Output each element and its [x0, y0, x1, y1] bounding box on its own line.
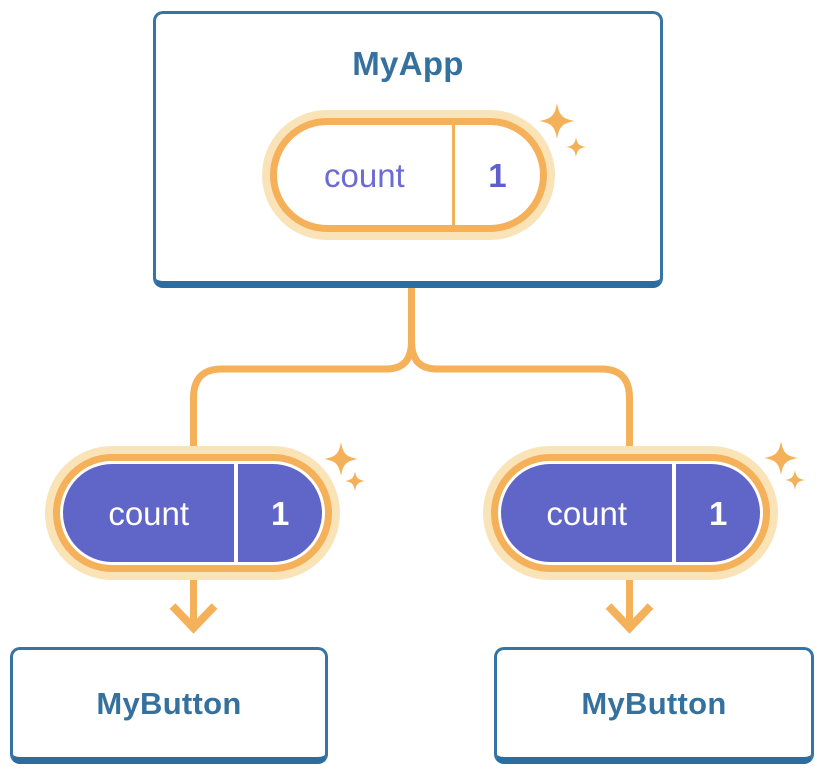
component-node-mybutton-right: MyButton	[494, 647, 814, 764]
state-name: count	[324, 156, 405, 194]
state-name: count	[546, 494, 628, 532]
pill-divider	[451, 125, 455, 225]
state-pill-body: count 1	[63, 464, 322, 562]
state-pill-ring: count 1	[53, 454, 332, 572]
pill-divider	[234, 464, 239, 562]
component-name: MyButton	[96, 685, 242, 721]
component-name: MyButton	[581, 685, 727, 721]
state-value: 1	[488, 156, 507, 194]
connector-right-branch	[408, 340, 633, 626]
state-pill-body: count 1	[501, 464, 760, 562]
state-pill-left: count 1	[45, 446, 340, 580]
pill-divider	[672, 464, 677, 562]
component-node-mybutton-left: MyButton	[10, 647, 328, 764]
state-value: 1	[709, 494, 728, 532]
state-pill-myapp: count 1	[262, 110, 555, 240]
state-name: count	[108, 494, 190, 532]
component-name: MyApp	[352, 45, 464, 82]
sparkle-icon	[324, 442, 365, 491]
arrow-down-icon	[605, 603, 654, 634]
sparkle-icon	[539, 103, 586, 157]
state-pill-ring: count 1	[491, 454, 770, 572]
sparkle-icon	[764, 441, 805, 490]
state-pill-ring: count 1	[270, 118, 547, 232]
arrow-down-icon	[169, 603, 218, 634]
state-value: 1	[271, 494, 290, 532]
state-pill-right: count 1	[483, 446, 778, 580]
